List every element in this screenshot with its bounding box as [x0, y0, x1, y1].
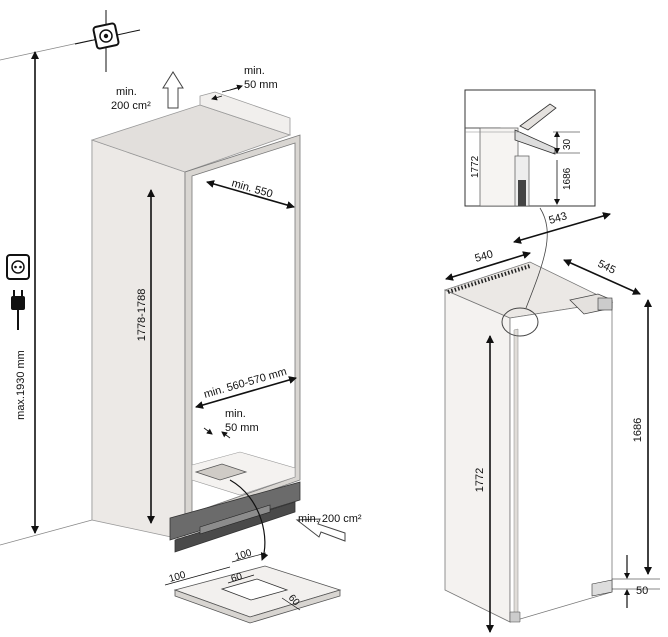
- max-height-label: max.1930 mm: [15, 350, 27, 420]
- plug-icon: [6, 254, 30, 330]
- top-vent-value: 200 cm²: [111, 100, 151, 112]
- top-vent-min: min.: [116, 86, 137, 98]
- width-label: 540: [474, 248, 495, 265]
- top-gap-value: 50 mm: [244, 79, 278, 91]
- total-height-label: 1772: [474, 468, 486, 492]
- wall-socket-icon: [74, 10, 141, 72]
- niche-height-label: 1778-1788: [136, 289, 148, 342]
- detail-height-label: 1772: [470, 155, 481, 178]
- niche-drawing: [0, 39, 301, 553]
- front-gap-arrow: [203, 427, 213, 435]
- niche-depth-arrow: [206, 180, 295, 209]
- grille-dim-3: 60: [230, 571, 244, 585]
- airflow-arrow-icon: [162, 71, 184, 109]
- bottom-vent-label: min. 200 cm²: [298, 513, 362, 525]
- airflow-arrow-bottom-icon: [295, 518, 346, 542]
- width-arrow: [445, 251, 531, 281]
- detail-gap-label: 30: [562, 138, 573, 150]
- vent-curve-arrow: [229, 479, 269, 561]
- depth-arrow: [563, 259, 641, 295]
- grille-dim-1: 100: [168, 570, 187, 585]
- front-gap-value: 50 mm: [225, 422, 259, 434]
- appliance-drawing: [443, 261, 614, 623]
- depth-label: 545: [596, 258, 618, 277]
- bottom-gap-label: 50: [636, 585, 648, 597]
- front-gap-min: min.: [225, 408, 246, 420]
- door-depth-label: 543: [548, 210, 569, 227]
- inner-height-label: 1686: [632, 418, 644, 442]
- hinge-detail-inset: [464, 89, 596, 207]
- vent-grille-drawing: [164, 552, 342, 624]
- top-gap-min: min.: [244, 65, 265, 77]
- detail-inner-height-label: 1686: [562, 167, 573, 190]
- niche-width-arrow: [195, 376, 297, 409]
- door-depth-arrow: [513, 212, 611, 244]
- grille-dim-2: 100: [234, 548, 253, 563]
